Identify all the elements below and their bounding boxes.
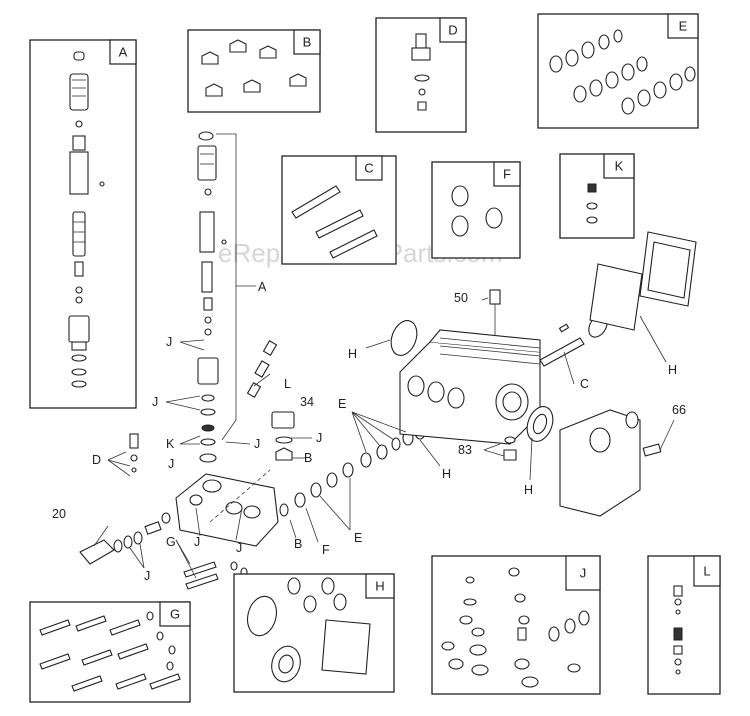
callout-66: 66 bbox=[672, 403, 686, 417]
kit-j-box[interactable]: J bbox=[431, 555, 601, 695]
callout-j-2: J bbox=[152, 395, 158, 409]
callout-j-8: J bbox=[144, 569, 150, 583]
callout-l: L bbox=[284, 377, 291, 391]
callout-83: 83 bbox=[458, 443, 472, 457]
kit-f-label: F bbox=[503, 167, 511, 182]
kit-e-label: E bbox=[679, 19, 688, 34]
kit-d-box[interactable]: D bbox=[375, 17, 467, 133]
callout-j-4: J bbox=[316, 431, 322, 445]
kit-b-box[interactable]: B bbox=[187, 29, 321, 113]
callout-34: 34 bbox=[300, 395, 314, 409]
callout-b-2: B bbox=[294, 537, 302, 551]
kit-c-box[interactable]: C bbox=[281, 155, 397, 265]
callout-h-4: H bbox=[668, 363, 677, 377]
kit-l-box[interactable]: L bbox=[647, 555, 721, 695]
callout-f: F bbox=[322, 543, 330, 557]
kit-a-box[interactable]: A bbox=[29, 39, 137, 409]
callout-j-7: J bbox=[236, 541, 242, 555]
kit-e-box[interactable]: E bbox=[537, 13, 699, 129]
callout-j-6: J bbox=[194, 535, 200, 549]
kit-d-label: D bbox=[448, 23, 457, 38]
callout-50: 50 bbox=[454, 291, 468, 305]
callout-j-3: J bbox=[254, 437, 260, 451]
callout-20: 20 bbox=[52, 507, 66, 521]
kit-j-label: J bbox=[580, 566, 587, 581]
callout-b-1: B bbox=[304, 451, 312, 465]
kit-h-label: H bbox=[375, 579, 384, 594]
kit-c-label: C bbox=[364, 161, 373, 176]
callout-e-2: E bbox=[354, 531, 362, 545]
kit-k-box[interactable]: K bbox=[559, 153, 635, 239]
main-assembly: 50 34 66 83 20 A J L J K J J D J B E H H… bbox=[52, 131, 697, 590]
callout-h-2: H bbox=[348, 347, 357, 361]
kit-l-label: L bbox=[703, 564, 710, 579]
callout-j-5: J bbox=[168, 457, 174, 471]
kit-g-label: G bbox=[170, 607, 180, 622]
kit-g-box[interactable]: G bbox=[29, 601, 191, 703]
callout-h-1: H bbox=[442, 467, 451, 481]
kit-a-label: A bbox=[119, 45, 128, 60]
callout-e-1: E bbox=[338, 397, 346, 411]
callout-h-3: H bbox=[524, 483, 533, 497]
callout-k: K bbox=[166, 437, 175, 451]
callout-j-1: J bbox=[166, 335, 172, 349]
kit-f-box[interactable]: F bbox=[431, 161, 521, 259]
kit-b-label: B bbox=[303, 35, 312, 50]
callout-c: C bbox=[580, 377, 589, 391]
callout-g: G bbox=[166, 535, 176, 549]
kit-k-label: K bbox=[615, 159, 624, 174]
callout-d: D bbox=[92, 453, 101, 467]
kit-h-box[interactable]: H bbox=[233, 573, 395, 693]
callout-a: A bbox=[258, 280, 267, 294]
